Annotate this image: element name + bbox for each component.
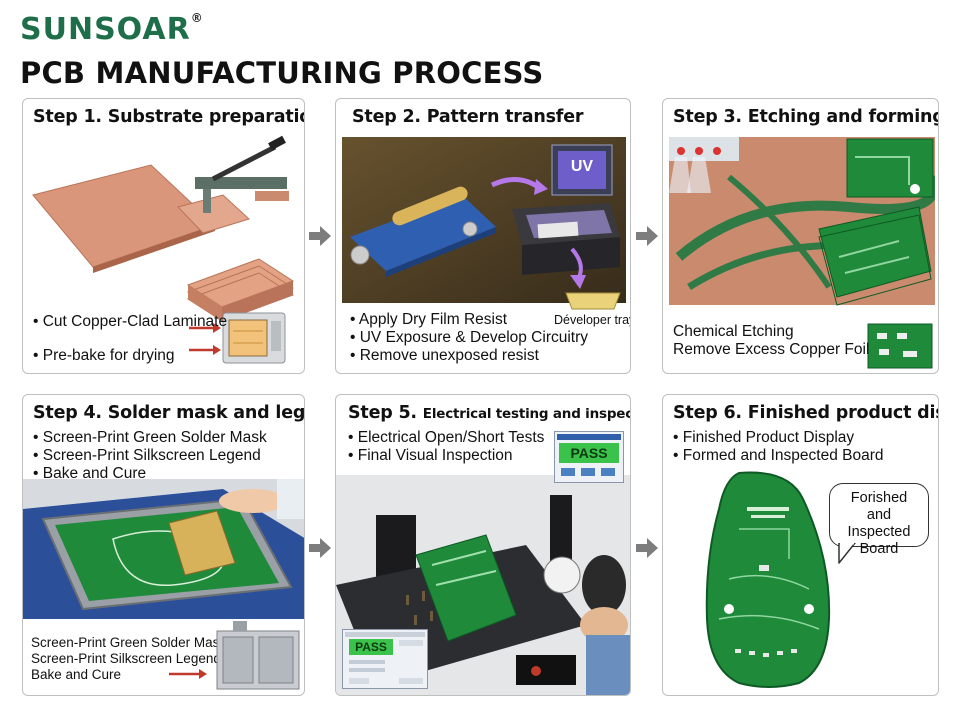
step-3-line-2: Remove Excess Copper Foil — [673, 341, 870, 358]
step-1-bullet-2: • Pre-bake for drying — [33, 347, 175, 364]
laminate-stack — [186, 258, 295, 322]
page-title: PCB MANUFACTURING PROCESS — [20, 56, 544, 90]
step-3-line-1: Chemical Etching — [673, 323, 794, 340]
step-3-lines: Chemical Etching Remove Excess Copper Fo… — [673, 323, 869, 359]
arrow-to-curing-oven — [169, 669, 207, 679]
finished-board-bubble: Forished and Inspected Board — [829, 483, 929, 557]
arrow-step-2-to-3 — [636, 226, 658, 246]
arrow-step-1-to-2 — [309, 226, 331, 246]
step-2-bullet-1: • Apply Dry Film Resist — [350, 311, 508, 328]
step-6-card: Step 6. Finished product display • Finis… — [662, 394, 939, 696]
oven-illustration — [222, 312, 286, 364]
finished-board-illustration — [705, 471, 831, 688]
arrow-step-5-to-6 — [636, 538, 658, 558]
step-4-bullets: • Screen-Print Green Solder Mask • Scree… — [33, 429, 267, 483]
step-5-title-sub: Electrical testing and inspection — [422, 406, 630, 422]
step-2-illustration: UV — [342, 137, 626, 303]
step-5-illustration — [336, 475, 630, 695]
arrow-to-oven-2 — [189, 345, 221, 355]
step-1-card: Step 1. Substrate preparation — [22, 98, 305, 374]
bubble-tail — [838, 543, 856, 564]
step-3-card: Step 3. Etching and forming Chemical Etc… — [662, 98, 939, 374]
step-1-bullet-1: • Cut Copper-Clad Laminate — [33, 313, 228, 330]
step-6-bullets: • Finished Product Display • Formed and … — [673, 429, 884, 465]
registered-mark: ® — [190, 11, 204, 25]
step-5-card: Step 5. Electrical testing and inspectio… — [335, 394, 631, 696]
step-4-title: Step 4. Solder mask and legend — [33, 403, 305, 423]
brand-name: SUNSOAR — [20, 12, 191, 47]
step-5-bullets: • Electrical Open/Short Tests • Final Vi… — [348, 429, 544, 465]
step-4-line-1: Screen-Print Green Solder Mask — [31, 635, 227, 650]
step-6-bullet-1: • Finished Product Display — [673, 429, 855, 446]
step-4-card: Step 4. Solder mask and legend • Screen-… — [22, 394, 305, 696]
bubble-line-2: and Inspected — [847, 507, 911, 540]
step-4-bullet-2: • Screen-Print Silkscreen Legend — [33, 447, 261, 464]
step-4-illustration — [23, 479, 304, 619]
step-3-title: Step 3. Etching and forming — [673, 107, 939, 127]
developer-tray-icon — [565, 292, 621, 310]
step-3-inset-board — [867, 323, 933, 369]
step-6-bullet-2: • Formed and Inspected Board — [673, 447, 884, 464]
developer-tray-label: Déveloper tray — [554, 313, 631, 327]
step-1-title: Step 1. Substrate preparation — [33, 107, 305, 127]
step-4-line-2: Screen-Print Silkscreen Legend — [31, 651, 221, 666]
pass-label-top: PASS — [559, 443, 619, 463]
step-3-illustration — [669, 137, 935, 306]
step-6-title: Step 6. Finished product display — [673, 403, 938, 423]
step-2-bullet-2: • UV Exposure & Develop Circuitry — [350, 329, 589, 346]
arrow-step-4-to-5 — [309, 538, 331, 558]
step-5-title-main: Step 5. — [348, 403, 417, 423]
step-4-bullet-1: • Screen-Print Green Solder Mask — [33, 429, 267, 446]
pass-label-bottom: PASS — [349, 639, 393, 655]
step-1-bullets: • Cut Copper-Clad Laminate • Pre-bake fo… — [33, 305, 227, 373]
pass-screen-top: PASS — [554, 431, 624, 483]
step-4-lines: Screen-Print Green Solder Mask Screen-Pr… — [31, 635, 226, 683]
uv-label: UV — [571, 158, 594, 175]
step-2-title: Step 2. Pattern transfer — [352, 107, 584, 127]
step-2-card: Step 2. Pattern transfer UV Déveloper tr… — [335, 98, 631, 374]
arrow-to-oven-1 — [189, 323, 221, 333]
step-5-title: Step 5. Electrical testing and inspectio… — [348, 403, 630, 423]
step-2-bullets: • Apply Dry Film Resist • UV Exposure & … — [350, 311, 588, 365]
step-5-bullet-1: • Electrical Open/Short Tests — [348, 429, 545, 446]
curing-oven-illustration — [216, 621, 300, 690]
step-1-illustration — [32, 135, 295, 364]
step-4-line-3: Bake and Cure — [31, 667, 122, 682]
step-5-bullet-2: • Final Visual Inspection — [348, 447, 513, 464]
pass-screen-bottom: PASS — [342, 629, 428, 689]
step-4-bullet-3: • Bake and Cure — [33, 465, 147, 482]
step-2-bullet-3: • Remove unexposed resist — [350, 347, 539, 364]
bubble-line-1: Forished — [850, 490, 908, 506]
brand-logo: SUNSOAR® — [20, 11, 204, 47]
bubble-line-3: Board — [859, 541, 899, 557]
